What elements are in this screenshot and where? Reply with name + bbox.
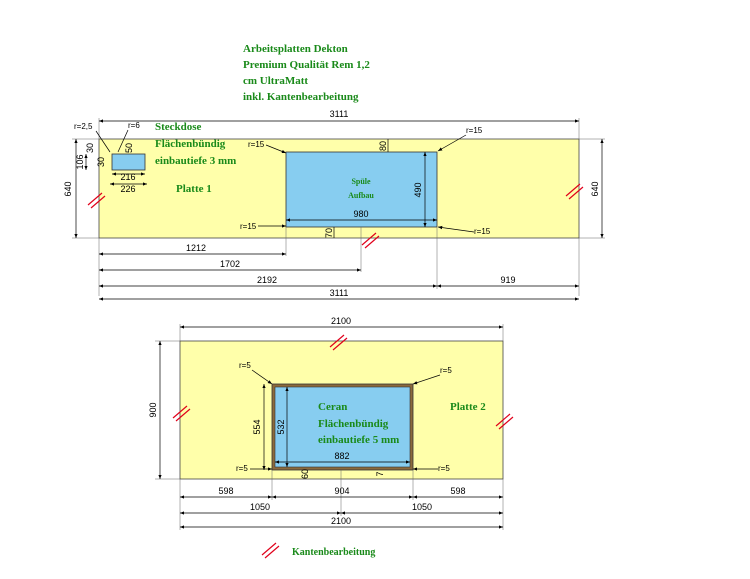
sink-radius-tr: r=15 [466,126,483,135]
header-text: Arbeitsplatten Dekton Premium Qualität R… [243,43,370,103]
socket-offset-top: 30 [85,143,95,153]
edge-mark [87,192,106,209]
dim-1050-left: 1050 [250,502,270,512]
sink-radius-br: r=15 [474,227,491,236]
dim-919: 919 [500,275,515,285]
cooktop-cutout [274,386,411,468]
legend: Kantenbearbeitung [261,542,375,559]
socket-radius-small: r=2,5 [74,122,93,131]
socket-line-3: einbautiefe 3 mm [155,155,236,167]
sink-offset-bottom: 70 [324,228,334,238]
cooktop-width: 882 [334,451,349,461]
plate-2-width-top: 2100 [331,316,351,326]
dim-904: 904 [334,486,349,496]
cooktop-radius-tl: r=5 [239,361,251,370]
cooktop-label-2: Flächenbündig [318,418,389,430]
cooktop-offset-2: 7 [375,471,385,476]
sink-height: 490 [413,182,423,197]
sink-cutout [285,151,438,228]
legend-label: Kantenbearbeitung [292,547,375,558]
cooktop-height-outer: 554 [252,419,262,434]
dim-2100-bottom: 2100 [331,516,351,526]
socket-cutout [111,153,146,171]
socket-outer-width: 226 [120,184,135,194]
cooktop-radius-br: r=5 [438,464,450,473]
plate-1-width-top: 3111 [330,109,349,119]
sink-radius-tl: r=15 [248,140,265,149]
edge-mark [329,334,348,351]
cooktop-offset-1: 60 [300,469,310,479]
plate-1-label: Platte 1 [176,183,212,195]
edge-mark [361,232,380,249]
plate-2-height: 900 [148,402,158,417]
cooktop-radius-tr: r=5 [440,366,452,375]
socket-offset-v: 50 [124,143,134,153]
dim-2192: 2192 [257,275,277,285]
socket-line-2: Flächenbündig [155,138,226,150]
cooktop-height-inner: 532 [276,419,286,434]
edge-mark [495,413,514,430]
header-line-3: cm UltraMatt [243,75,308,87]
header-line-2: Premium Qualität Rem 1,2 [243,59,370,71]
cooktop-label-3: einbautiefe 5 mm [318,434,399,446]
socket-radius: r=6 [128,121,140,130]
socket-offset-left: 30 [96,157,106,167]
sink-label-1: Spüle [351,177,371,186]
socket-title: Steckdose [155,121,202,133]
header-line-4: inkl. Kantenbearbeitung [243,91,359,103]
plate-2-label: Platte 2 [450,401,486,413]
edge-mark [565,183,584,200]
socket-inner-width: 216 [120,172,135,182]
edge-mark [172,405,191,422]
dim-1212: 1212 [186,243,206,253]
plate-1: Spüle Aufbau Platte 1 Steckdose Flächenb… [63,109,605,301]
socket-height: 106 [75,154,85,169]
legend-edge-icon [261,542,280,559]
plate-1-height-left: 640 [63,181,73,196]
sink-offset-top: 80 [378,141,388,151]
sink-width: 980 [353,209,368,219]
cooktop-label-1: Ceran [318,401,347,413]
header-line-1: Arbeitsplatten Dekton [243,43,348,55]
plate-2: Ceran Flächenbündig einbautiefe 5 mm Pla… [148,316,514,530]
plate-1-height-right: 640 [590,181,600,196]
dim-1050-right: 1050 [412,502,432,512]
dim-3111-bottom: 3111 [330,288,349,298]
dim-598-left: 598 [218,486,233,496]
sink-radius-bl: r=15 [240,222,257,231]
cooktop-radius-bl: r=5 [236,464,248,473]
sink-label-2: Aufbau [348,191,374,200]
dim-1702: 1702 [220,259,240,269]
dim-598-right: 598 [450,486,465,496]
